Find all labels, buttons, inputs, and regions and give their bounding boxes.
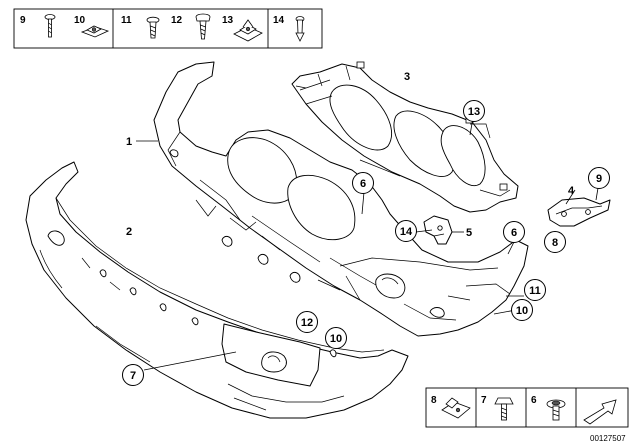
callouts: 1 2 3 4 5 6 6 7 8 9 10 10 xyxy=(122,71,610,386)
svg-text:9: 9 xyxy=(596,173,602,185)
svg-text:12: 12 xyxy=(301,317,313,329)
svg-text:10: 10 xyxy=(516,305,528,317)
expanding-rivet-icon-14 xyxy=(295,16,305,42)
hardware-legend-bottom: 8 7 6 xyxy=(425,387,629,428)
callout-7: 7 xyxy=(122,364,144,386)
legend-number-6: 6 xyxy=(531,395,537,406)
svg-text:6: 6 xyxy=(360,178,366,190)
callout-12: 12 xyxy=(296,311,318,333)
part-1-bumper-shell xyxy=(153,61,529,337)
legend-number-13: 13 xyxy=(222,15,234,26)
legend-number-12: 12 xyxy=(171,15,183,26)
callout-10-right: 10 xyxy=(511,299,533,321)
svg-text:6: 6 xyxy=(511,227,517,239)
part-2-bumper-cover xyxy=(25,161,409,419)
svg-text:7: 7 xyxy=(130,370,136,382)
document-id: 00127507 xyxy=(590,434,626,443)
callout-8: 8 xyxy=(544,231,566,253)
part-5-bracket xyxy=(423,215,453,245)
screw-icon-11 xyxy=(146,16,160,39)
legend-number-9: 9 xyxy=(20,15,26,26)
callout-13: 13 xyxy=(463,100,485,122)
part-4-side-bracket xyxy=(547,197,611,227)
screw-icon-7 xyxy=(494,397,514,421)
svg-text:10: 10 xyxy=(330,333,342,345)
clip-nut-icon-13 xyxy=(233,19,263,42)
legend-number-14: 14 xyxy=(273,15,285,26)
callout-1: 1 xyxy=(126,136,132,148)
callout-6-upper: 6 xyxy=(352,172,374,194)
part-3-bumper-carrier xyxy=(291,61,519,213)
legend-number-8: 8 xyxy=(431,395,437,406)
clip-icon-8 xyxy=(441,397,471,419)
callout-14: 14 xyxy=(395,220,417,242)
callout-11: 11 xyxy=(524,279,546,301)
legend-number-11: 11 xyxy=(121,15,132,26)
callout-6-right: 6 xyxy=(503,221,525,243)
svg-text:8: 8 xyxy=(552,237,558,249)
svg-text:11: 11 xyxy=(529,285,541,297)
legend-frame xyxy=(13,8,323,49)
svg-text:13: 13 xyxy=(468,106,480,118)
clip-nut-icon-10 xyxy=(80,25,110,38)
legend-number-10: 10 xyxy=(74,15,86,26)
callout-2: 2 xyxy=(126,226,132,238)
callout-5: 5 xyxy=(466,227,472,239)
legend-number-7: 7 xyxy=(481,395,487,406)
callout-9: 9 xyxy=(588,167,610,189)
svg-text:14: 14 xyxy=(400,226,413,238)
callout-10-lower: 10 xyxy=(325,327,347,349)
screw-icon-12 xyxy=(195,13,211,40)
direction-arrow-icon xyxy=(583,399,617,425)
callout-3: 3 xyxy=(404,71,410,83)
legend-frame-bottom xyxy=(425,387,629,428)
callout-4: 4 xyxy=(568,185,575,197)
hardware-legend-top: 9 10 11 12 13 xyxy=(13,8,323,49)
bolt-icon-6 xyxy=(546,399,566,421)
screw-icon-9 xyxy=(44,14,56,38)
